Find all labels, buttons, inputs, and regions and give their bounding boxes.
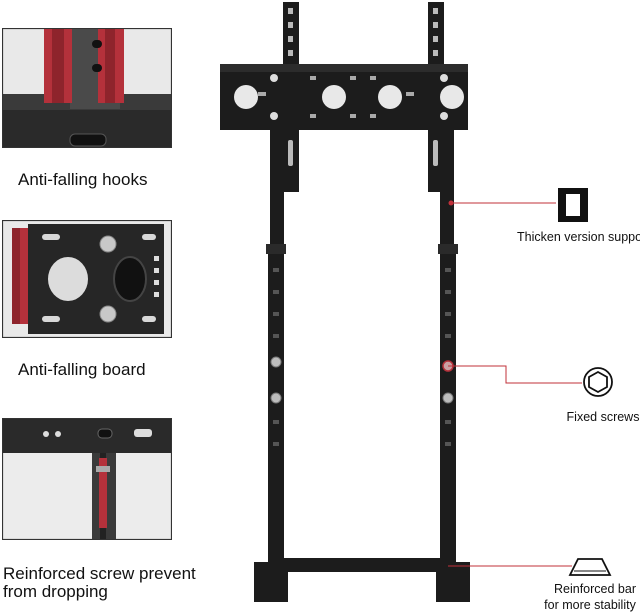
trapezoid-bar-icon <box>568 556 612 578</box>
callout-bar-label-line2: for more stability <box>544 598 636 612</box>
callout-thicken-label: Thicken version support <box>517 230 640 244</box>
caption-screw-line1: Reinforced screw prevent <box>3 564 196 583</box>
detail-panel-screw <box>2 418 172 540</box>
caption-board: Anti-falling board <box>18 360 146 379</box>
hex-screw-icon <box>582 366 614 398</box>
tv-stand-illustration <box>200 0 490 616</box>
caption-screw-line2: from dropping <box>3 582 108 601</box>
rectangle-profile-icon <box>556 186 590 224</box>
callout-screws-label: Fixed screws <box>566 410 640 424</box>
callout-bar-label-line1: Reinforced bar <box>554 582 636 596</box>
detail-panel-hooks <box>2 28 172 148</box>
caption-hooks: Anti-falling hooks <box>18 170 148 189</box>
detail-panel-board <box>2 220 172 338</box>
